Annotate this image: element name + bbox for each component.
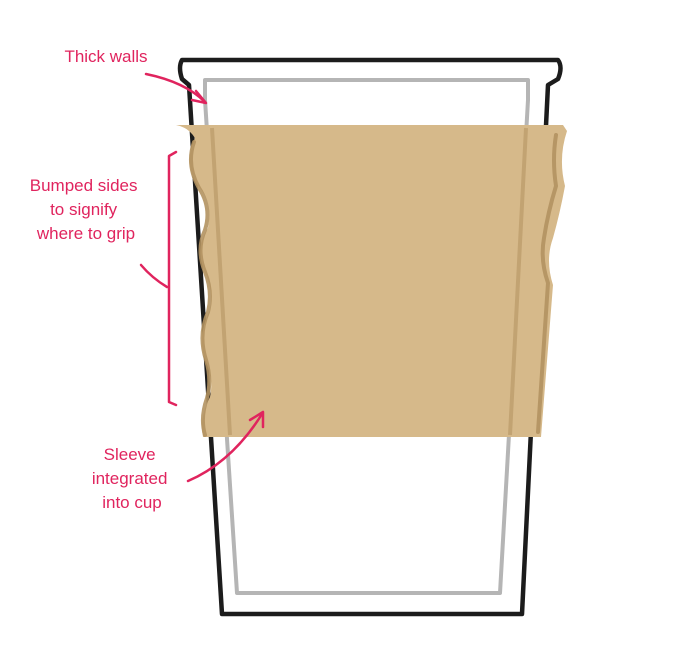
- sleeve-grip-edge-right: [536, 133, 558, 434]
- label-sleeve-integrated-line2: integrated: [92, 469, 168, 488]
- thick-walls-arrow: [144, 72, 207, 104]
- label-bumped-sides-line3: where to grip: [36, 224, 135, 243]
- label-sleeve-integrated-line3: into cup: [102, 493, 162, 512]
- label-thick-walls: Thick walls: [64, 47, 147, 66]
- label-bumped-sides-line2: to signify: [50, 200, 118, 219]
- inner-wall-through-sleeve-left: [210, 127, 232, 436]
- label-bumped-sides-line1: Bumped sides: [30, 176, 138, 195]
- label-bumped-sides: Bumped sides to signify where to grip: [30, 176, 142, 243]
- bumped-sides-bracket: [167, 150, 178, 407]
- cup-outline: [177, 57, 563, 617]
- sleeve-grip-edge-left: [188, 140, 212, 437]
- cup-sleeve: [176, 125, 567, 437]
- sleeve-integrated-arrow: [186, 412, 264, 483]
- label-sleeve-integrated-line1: Sleeve: [104, 445, 156, 464]
- sleeve-integrated-arrow-head: [248, 410, 265, 429]
- bumped-sides-leader: [139, 263, 169, 289]
- inner-wall-through-sleeve-right: [508, 127, 528, 436]
- thick-walls-arrow-head: [190, 89, 208, 105]
- label-sleeve-integrated: Sleeve integrated into cup: [92, 445, 172, 512]
